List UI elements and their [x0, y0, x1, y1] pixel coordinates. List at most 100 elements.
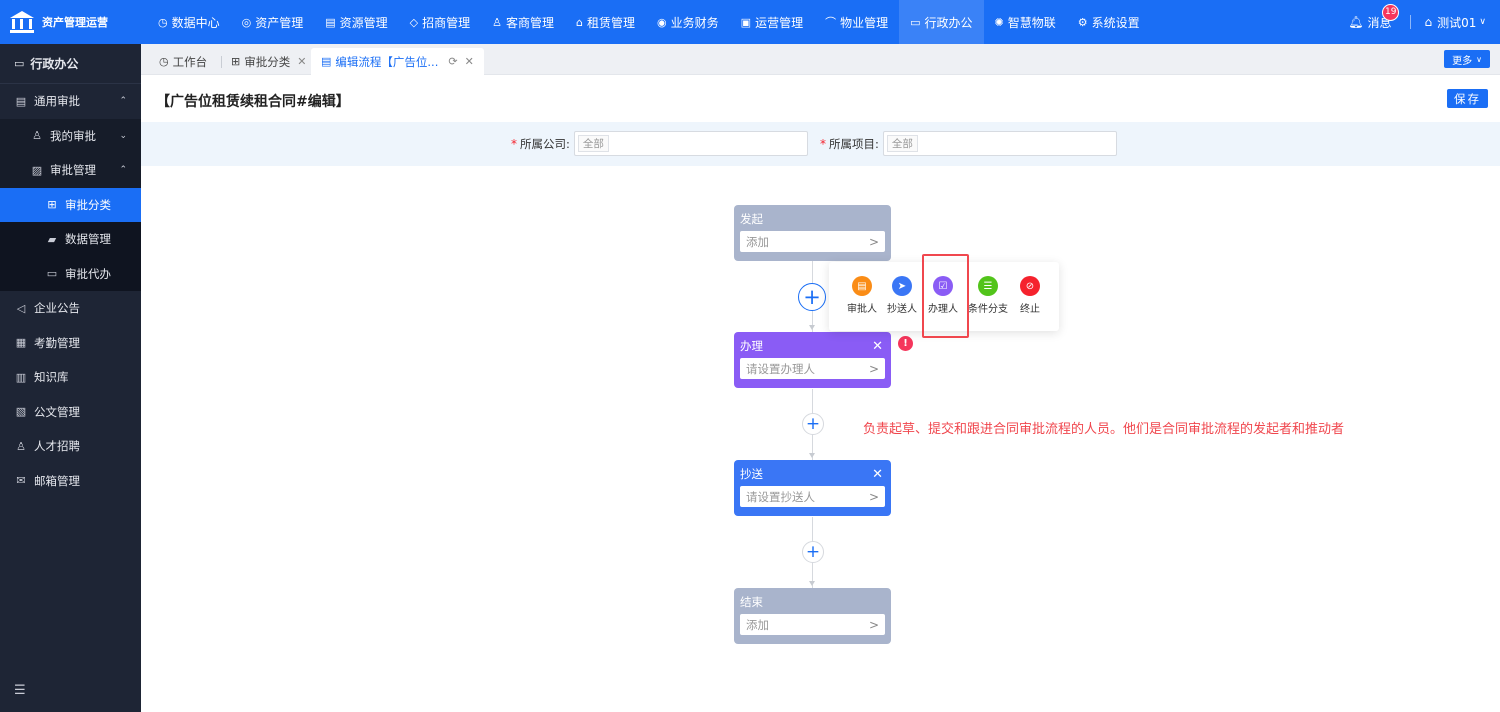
- node-title: 发起: [740, 212, 763, 226]
- flow-arrow: [809, 325, 815, 330]
- add-node-popover: ▤ 审批人 ➤ 抄送人 ☑ 办理人 ☰ 条件分支 ⊘ 终止: [829, 262, 1059, 331]
- chevron-down-icon: ∨: [1476, 54, 1482, 64]
- refresh-icon[interactable]: ⟳: [448, 55, 458, 68]
- monitor-icon: ▭: [910, 15, 921, 29]
- add-node-button[interactable]: +: [798, 283, 826, 311]
- company-filter: * 所属公司: 全部: [511, 131, 808, 156]
- company-chip: 全部: [577, 135, 609, 152]
- project-filter: * 所属项目: 全部: [820, 131, 1117, 156]
- flow-node-handle[interactable]: 办理✕ 请设置办理人>: [734, 332, 891, 388]
- bell-icon: 🔔︎: [1348, 15, 1364, 29]
- flow-node-start[interactable]: 发起 添加>: [734, 205, 891, 261]
- calendar-icon: ▭: [46, 267, 58, 281]
- book-icon: ▥: [15, 370, 27, 384]
- close-icon[interactable]: ✕: [464, 55, 474, 68]
- sidebar-item-my-approval[interactable]: ♙我的审批⌄: [0, 118, 141, 153]
- sidebar-item-data-management[interactable]: ▰数据管理: [0, 222, 141, 257]
- node-title: 结束: [740, 595, 763, 609]
- save-button[interactable]: 保存: [1447, 89, 1488, 108]
- chevron-right-icon: >: [868, 361, 879, 376]
- node-setting-field[interactable]: 添加>: [740, 614, 885, 635]
- document-icon: ▤: [15, 94, 27, 108]
- node-setting-field[interactable]: 添加>: [740, 231, 885, 252]
- user-menu[interactable]: ⌂ 测试01 ∨: [1425, 14, 1487, 31]
- user-icon: ♙: [16, 439, 26, 453]
- user-icon: ♙: [32, 129, 42, 143]
- sidebar-item-recruitment[interactable]: ♙人才招聘: [0, 429, 141, 464]
- company-select[interactable]: 全部: [573, 131, 808, 156]
- node-setting-field[interactable]: 请设置抄送人>: [740, 486, 885, 507]
- flow-node-end[interactable]: 结束 添加>: [734, 588, 891, 644]
- project-select[interactable]: 全部: [882, 131, 1117, 156]
- iot-icon: ✺: [994, 15, 1004, 29]
- sidebar-item-document[interactable]: ▧公文管理: [15, 404, 80, 419]
- flow-arrow: [809, 453, 815, 458]
- sidebar-header: ▭ 行政办公: [0, 44, 141, 84]
- sidebar-item-knowledge-base[interactable]: ▥知识库: [15, 370, 69, 385]
- flow-arrow: [809, 581, 815, 586]
- operation-icon: ▣: [740, 15, 752, 29]
- nav-item-operation[interactable]: ▣运营管理: [740, 15, 804, 30]
- required-mark: *: [511, 136, 517, 151]
- nav-item-resource[interactable]: ▤资源管理: [325, 15, 388, 30]
- sidebar-item-approval-todo[interactable]: ▭审批代办: [0, 256, 141, 291]
- more-tabs-button[interactable]: 更多∨: [1444, 50, 1490, 68]
- nav-item-iot[interactable]: ✺智慧物联: [994, 15, 1056, 30]
- document-icon: ▤: [321, 55, 332, 68]
- stop-icon: ⊘: [1020, 276, 1040, 296]
- user-icon: ♙: [492, 15, 503, 29]
- nav-item-investment[interactable]: ◇招商管理: [409, 15, 471, 30]
- app-logo[interactable]: 资产管理运营: [0, 0, 141, 44]
- tab-edit-flow[interactable]: ▤编辑流程【广告位...⟳✕: [311, 48, 484, 75]
- messages-button[interactable]: 🔔︎ 消息 19: [1348, 3, 1400, 31]
- nav-item-merchant[interactable]: ♙客商管理: [492, 15, 555, 30]
- sidebar: ▭ 行政办公 ▤通用审批⌃ ♙我的审批⌄ ▨审批管理⌃ ⊞审批分类 ▰数据管理 …: [0, 44, 141, 712]
- tab-approval-category[interactable]: ⊞审批分类✕: [231, 54, 307, 69]
- close-icon[interactable]: ✕: [872, 466, 883, 482]
- close-icon[interactable]: ✕: [297, 55, 307, 68]
- nav-item-data-center[interactable]: ◷数据中心: [158, 15, 220, 30]
- send-icon: ➤: [892, 276, 912, 296]
- add-cc-option[interactable]: ➤ 抄送人: [880, 276, 924, 315]
- chevron-up-icon: ⌃: [119, 165, 127, 176]
- nav-item-property[interactable]: ⌒物业管理: [825, 15, 889, 30]
- calendar-icon: ▦: [15, 336, 27, 350]
- chevron-right-icon: >: [868, 489, 879, 504]
- sidebar-item-attendance[interactable]: ▦考勤管理: [15, 335, 80, 350]
- chevron-right-icon: >: [868, 234, 879, 249]
- add-handler-option[interactable]: ☑ 办理人: [921, 276, 965, 315]
- nav-item-settings[interactable]: ⚙系统设置: [1077, 15, 1140, 30]
- node-setting-field[interactable]: 请设置办理人>: [740, 358, 885, 379]
- nav-item-lease[interactable]: ⌂租赁管理: [576, 15, 636, 30]
- sidebar-item-mailbox[interactable]: ✉邮箱管理: [0, 464, 141, 499]
- nav-item-finance[interactable]: ◉业务财务: [657, 15, 719, 30]
- menu-collapse-icon[interactable]: ☰: [14, 683, 26, 698]
- user-name: 测试01: [1437, 15, 1477, 30]
- company-label: 所属公司:: [520, 136, 570, 151]
- add-approver-option[interactable]: ▤ 审批人: [840, 276, 884, 315]
- add-terminate-option[interactable]: ⊘ 终止: [1008, 276, 1052, 315]
- warning-icon: !: [898, 336, 913, 351]
- sidebar-item-announcement[interactable]: ◁企业公告: [0, 291, 141, 326]
- nav-item-asset[interactable]: ◎资产管理: [241, 15, 304, 30]
- annotation-text: 负责起草、提交和跟进合同审批流程的人员。他们是合同审批流程的发起者和推动者: [863, 422, 1345, 437]
- sidebar-item-approval-management[interactable]: ▨审批管理⌃: [0, 153, 141, 188]
- add-node-button[interactable]: +: [802, 413, 824, 435]
- document-icon: ▧: [15, 405, 27, 419]
- tab-workbench[interactable]: ◷工作台: [159, 54, 208, 69]
- sidebar-item-general-approval[interactable]: ▤通用审批⌃: [15, 94, 127, 109]
- sidebar-item-approval-category[interactable]: ⊞审批分类: [0, 187, 141, 222]
- coin-icon: ◉: [657, 15, 667, 29]
- flow-node-cc[interactable]: 抄送 ✕ 请设置抄送人>: [734, 460, 891, 516]
- gear-icon: ⚙: [1077, 15, 1088, 29]
- add-condition-option[interactable]: ☰ 条件分支: [966, 276, 1010, 315]
- required-mark: *: [820, 136, 826, 151]
- node-title: 抄送: [740, 467, 763, 481]
- handler-icon: ☑: [933, 276, 953, 296]
- page-title: 【广告位租赁续租合同#编辑】: [156, 94, 350, 110]
- add-node-button[interactable]: +: [802, 541, 824, 563]
- nav-item-office[interactable]: ▭行政办公: [899, 0, 984, 44]
- close-icon[interactable]: ✕: [872, 338, 883, 354]
- bank-icon: ⌂: [1424, 15, 1433, 29]
- project-chip: 全部: [886, 135, 918, 152]
